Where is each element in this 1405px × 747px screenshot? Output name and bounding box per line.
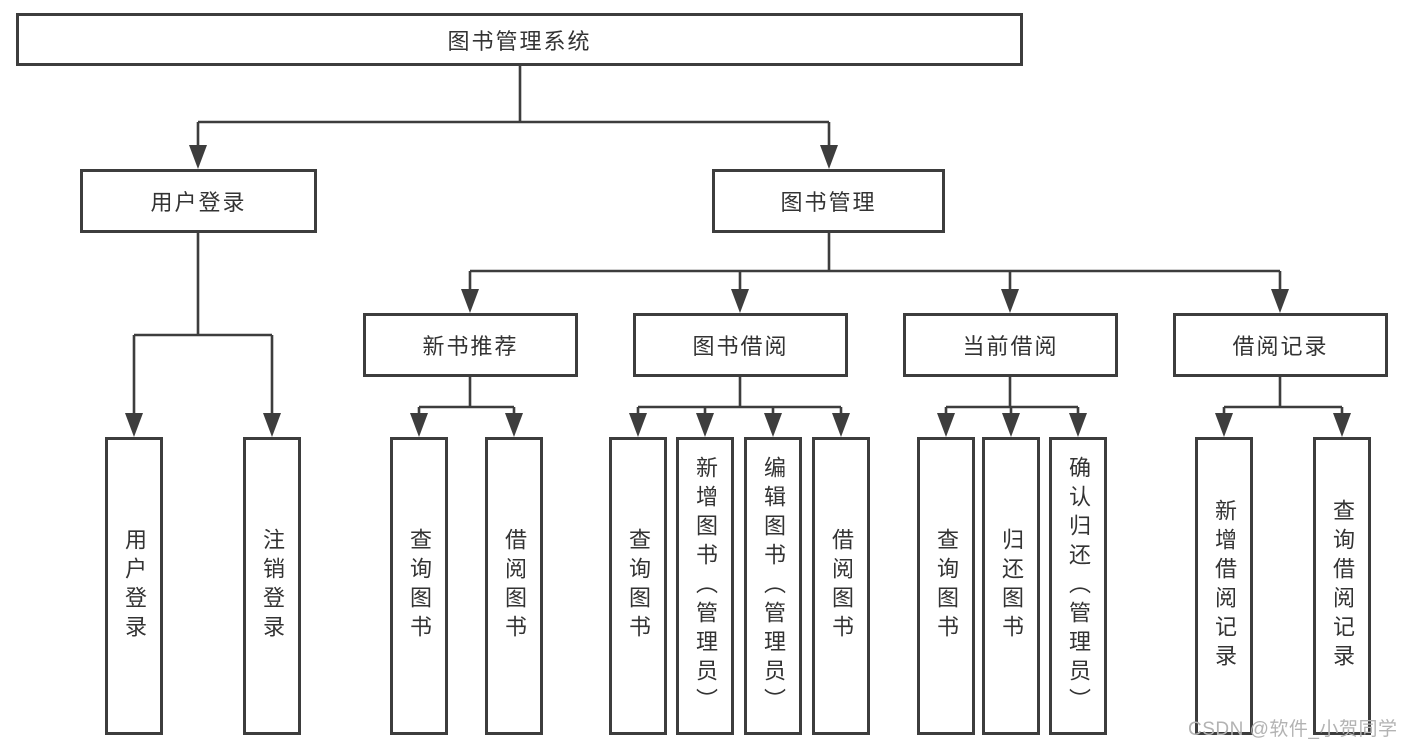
leaf-borrow-books-label: 借阅图书 [829,528,854,644]
leaf-query-books-borrow-label: 查询图书 [626,528,651,644]
leaf-return-books: 归还图书 [982,437,1040,735]
node-book-borrow-label: 图书借阅 [692,334,789,359]
node-current-borrow-label: 当前借阅 [962,334,1059,359]
node-root-label: 图书管理系统 [447,28,592,54]
leaf-query-borrow-record-label: 查询借阅记录 [1330,499,1355,673]
leaf-edit-books-admin: 编辑图书（管理员） [744,437,802,735]
node-borrow-records-label: 借阅记录 [1232,334,1329,359]
node-borrow-records: 借阅记录 [1173,313,1388,377]
leaf-borrow-books: 借阅图书 [812,437,870,735]
leaf-confirm-return-admin: 确认归还（管理员） [1049,437,1107,735]
leaf-logout: 注销登录 [243,437,301,735]
node-new-book-recommend: 新书推荐 [363,313,578,377]
leaf-edit-books-admin-label: 编辑图书（管理员） [761,455,786,717]
node-user-login: 用户登录 [80,169,317,233]
leaf-query-books-recommend-label: 查询图书 [407,528,432,644]
leaf-query-books-current: 查询图书 [917,437,975,735]
watermark: CSDN @软件_小贺同学 [1188,719,1398,740]
leaf-confirm-return-admin-label: 确认归还（管理员） [1066,455,1091,717]
leaf-user-login: 用户登录 [105,437,163,735]
leaf-borrow-books-recommend-label: 借阅图书 [502,528,527,644]
node-user-login-label: 用户登录 [150,190,247,215]
node-current-borrow: 当前借阅 [903,313,1118,377]
node-book-management-label: 图书管理 [780,190,877,215]
leaf-logout-label: 注销登录 [260,528,285,644]
leaf-add-books-admin: 新增图书（管理员） [676,437,734,735]
node-book-borrow: 图书借阅 [633,313,848,377]
leaf-query-borrow-record: 查询借阅记录 [1313,437,1371,735]
leaf-add-borrow-record-label: 新增借阅记录 [1212,499,1237,673]
node-book-management: 图书管理 [712,169,945,233]
leaf-add-borrow-record: 新增借阅记录 [1195,437,1253,735]
leaf-borrow-books-recommend: 借阅图书 [485,437,543,735]
node-new-book-recommend-label: 新书推荐 [422,334,519,359]
leaf-query-books-recommend: 查询图书 [390,437,448,735]
leaf-user-login-label: 用户登录 [122,528,147,644]
leaf-query-books-borrow: 查询图书 [609,437,667,735]
leaf-return-books-label: 归还图书 [999,528,1024,644]
leaf-add-books-admin-label: 新增图书（管理员） [693,455,718,717]
node-root: 图书管理系统 [16,13,1023,66]
leaf-query-books-current-label: 查询图书 [934,528,959,644]
